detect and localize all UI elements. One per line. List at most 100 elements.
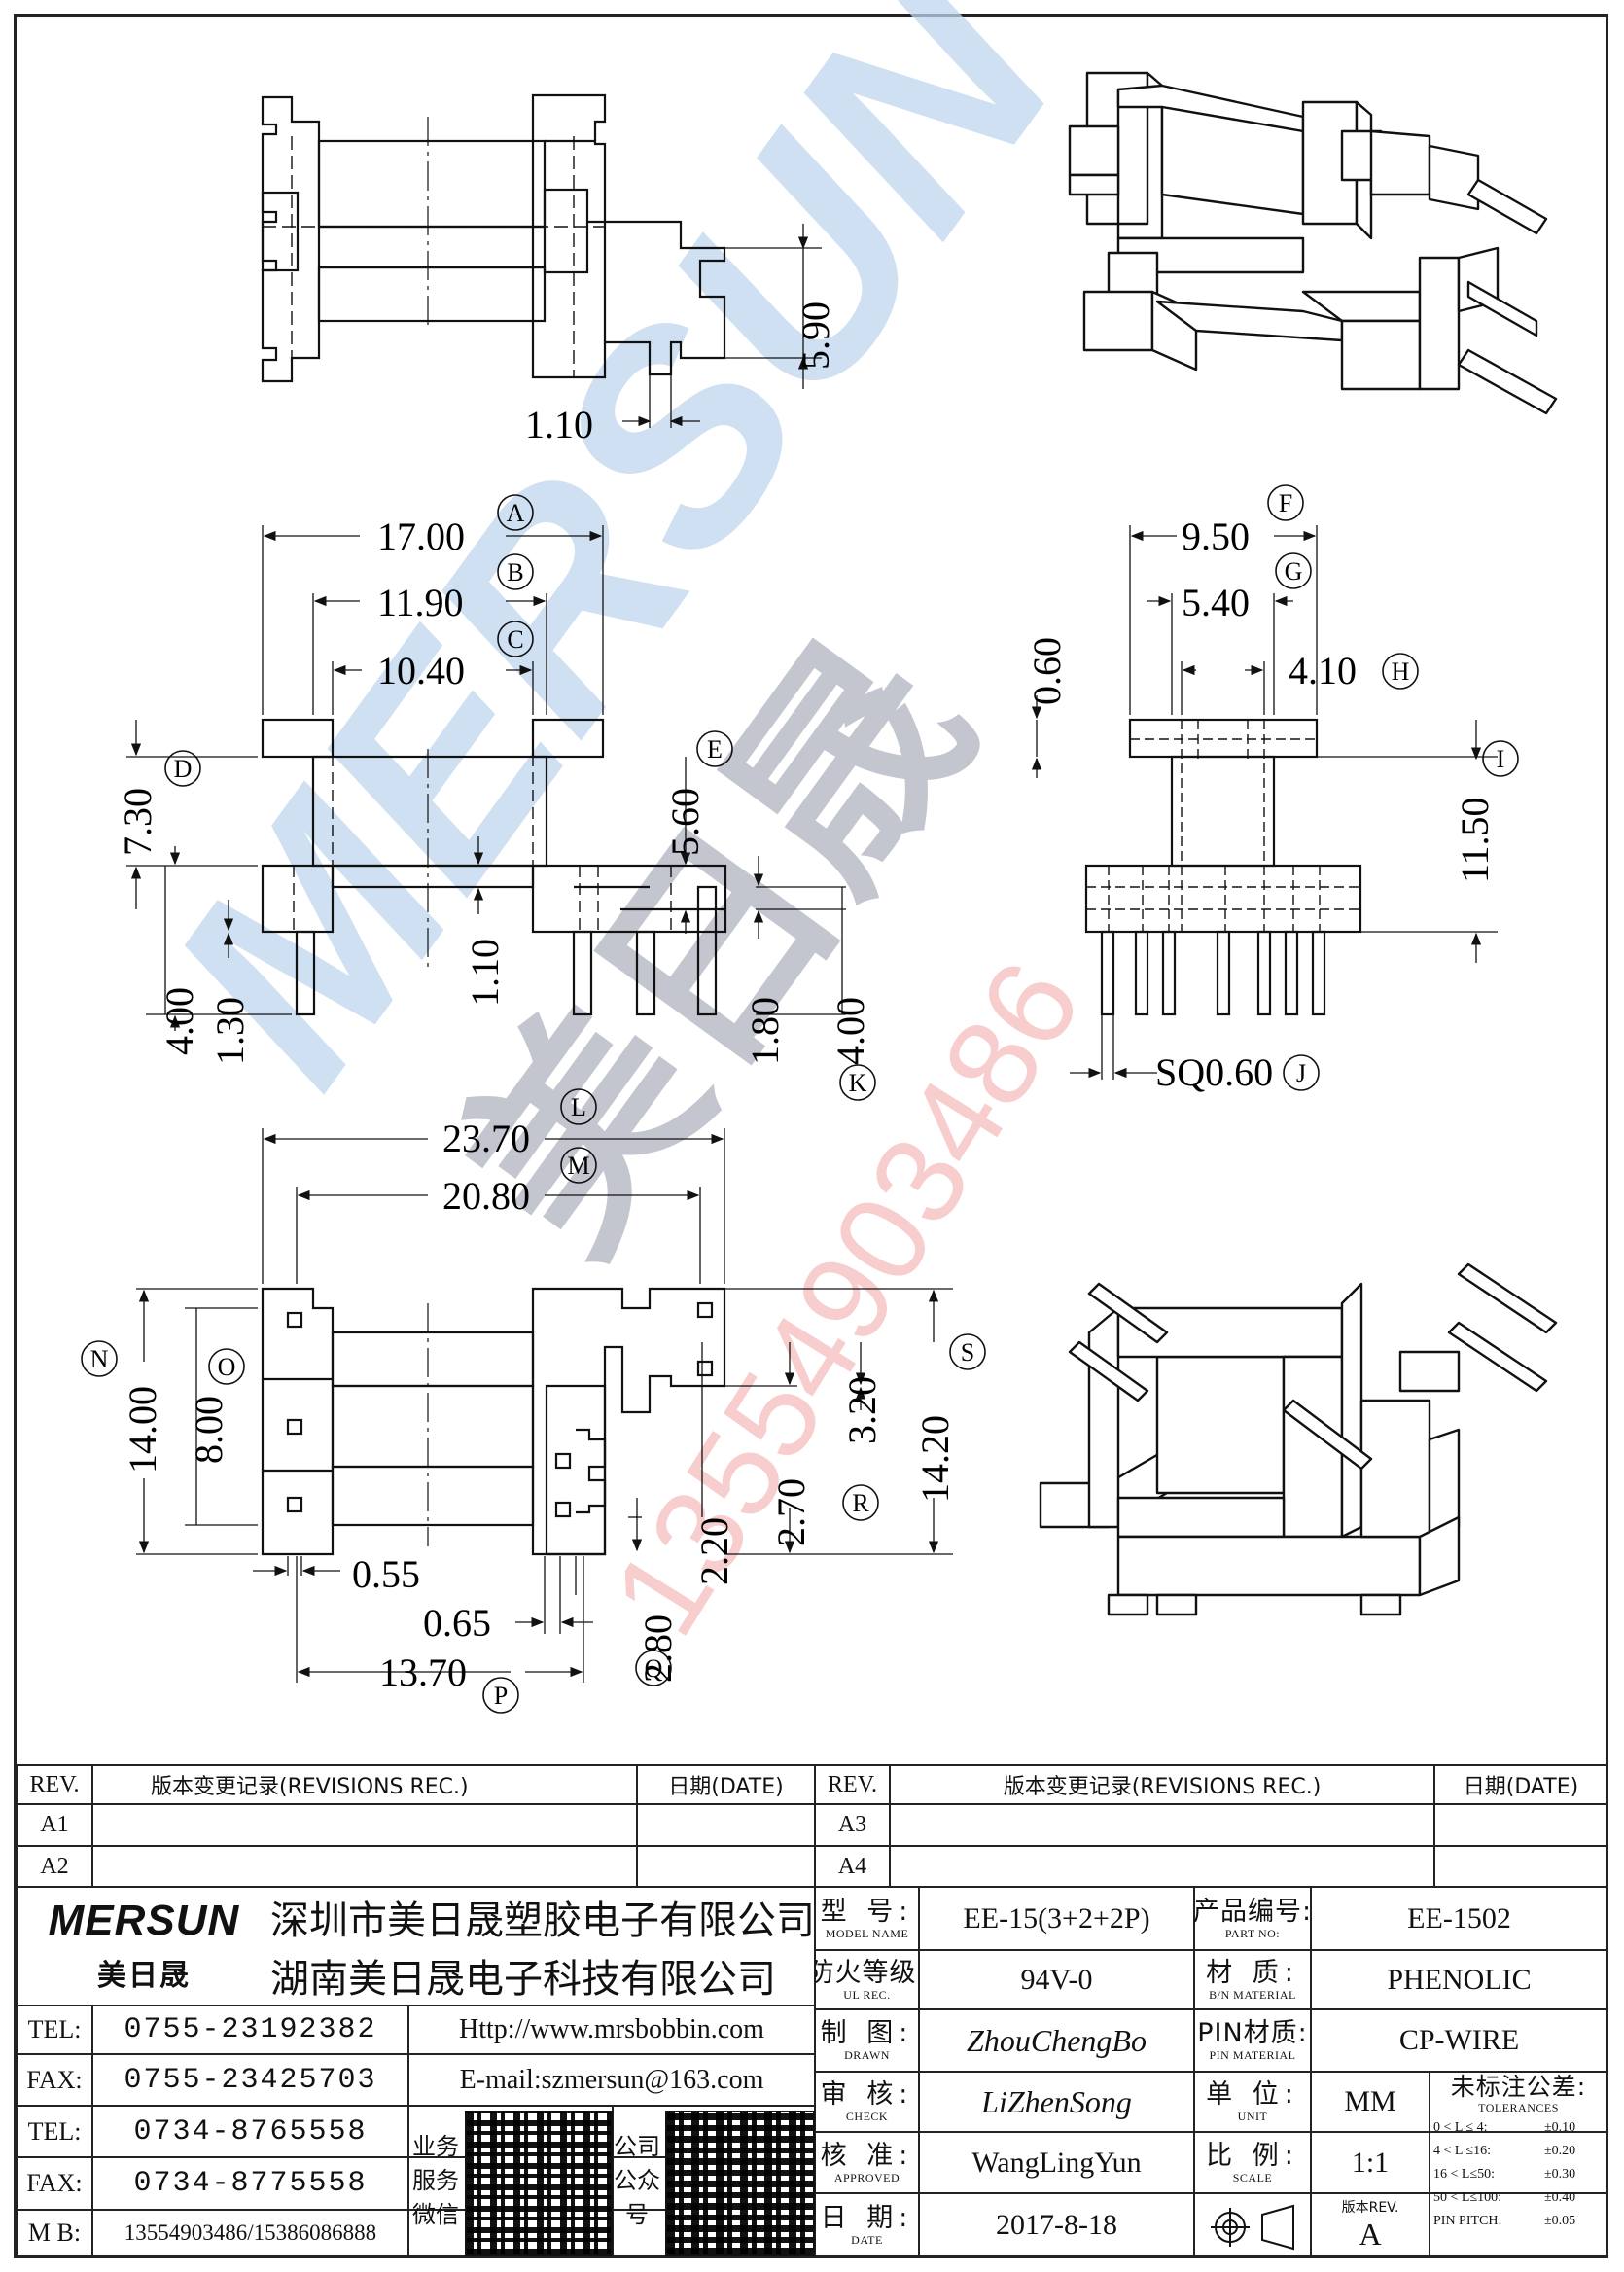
dim-1-80: 1.80 — [743, 997, 787, 1065]
part-label-zh: 产品编号: — [1194, 1896, 1311, 1927]
dim-L: 23.70 — [442, 1117, 530, 1160]
material-label: 材 质: B/N MATERIAL — [1194, 1950, 1311, 2009]
side-view-hidden — [1086, 720, 1360, 932]
top-view-hidden — [263, 136, 605, 377]
drawn-label: 制 图: DRAWN — [815, 2009, 919, 2072]
tol-range-2: 4 < L ≤16: — [1433, 2144, 1492, 2158]
front-view-dims — [126, 525, 846, 1031]
tel-label-1: TEL: — [27, 2015, 82, 2043]
tolerance-label-zh: 未标注公差: — [1450, 2072, 1587, 2101]
marker-K: K — [849, 1069, 867, 1097]
public-label-1: 公司 — [614, 2133, 660, 2161]
fax-1: 0755-23425703 — [124, 2063, 377, 2097]
wechat-label: 业务 服务 微信 — [408, 2111, 463, 2252]
pin-material-value: CP-WIRE — [1398, 2024, 1520, 2056]
approved-label-zh: 核 准: — [820, 2140, 914, 2171]
wechat-label-3: 微信 — [412, 2200, 459, 2228]
marker-B: B — [507, 558, 523, 586]
dim-4-00-right: 4.00 — [829, 997, 872, 1065]
marker-L: L — [571, 1093, 586, 1121]
wechat-label-2: 服务 — [412, 2167, 459, 2195]
marker-N: N — [90, 1345, 109, 1373]
check-label: 审 核: CHECK — [815, 2072, 919, 2132]
ul-label: 防火等级: UL REC. — [815, 1950, 919, 2009]
scale-value: 1:1 — [1351, 2146, 1390, 2179]
model-label: 型 号: MODEL NAME — [815, 1887, 919, 1950]
marker-R: R — [852, 1489, 869, 1517]
markers — [81, 484, 1519, 1714]
company-website[interactable]: Http://www.mrsbobbin.com — [459, 2014, 764, 2044]
ul-label-en: UL REC. — [843, 1987, 891, 2002]
company-logo-cn: 美日晟 — [97, 1959, 191, 1993]
date-label-en: DATE — [851, 2232, 883, 2247]
fax-label-2: FAX: — [26, 2169, 83, 2197]
dim-S: 14.20 — [913, 1415, 957, 1503]
isometric-view-top — [1068, 71, 1558, 415]
tel-label-2: TEL: — [27, 2116, 82, 2146]
rev-date-col-left: 日期(DATE) — [668, 1775, 784, 1799]
dim-D: 7.30 — [116, 788, 159, 856]
ul-label-zh: 防火等级: — [815, 1957, 919, 1988]
company-logo: MERSUN — [48, 1897, 240, 1944]
scale-label-zh: 比 例: — [1206, 2140, 1299, 2171]
rev-row-a3: A3 — [837, 1812, 867, 1837]
public-account-label: 公司 公众 号 — [613, 2111, 661, 2252]
dim-P: 13.70 — [379, 1651, 467, 1694]
dim-Q: 2.80 — [636, 1615, 680, 1683]
dim-J: SQ0.60 — [1155, 1050, 1273, 1094]
tel-2: 0734-8765558 — [133, 2114, 368, 2148]
rev-col-left: REV. — [29, 1771, 80, 1797]
dim-0-60: 0.60 — [1025, 637, 1069, 705]
company-email[interactable]: E-mail:szmersun@163.com — [459, 2064, 764, 2095]
isometric-view-bottom — [1039, 1262, 1558, 1616]
wechat-qr-code[interactable] — [465, 2111, 613, 2256]
rev-col-right: REV. — [828, 1771, 877, 1797]
dim-H: 4.10 — [1289, 649, 1357, 692]
mobile-numbers: 13554903486/15386086888 — [124, 2220, 377, 2245]
dim-top-1-10: 1.10 — [525, 403, 593, 446]
dim-3-20: 3.20 — [840, 1376, 884, 1444]
bottom-view-dims — [136, 1128, 953, 1683]
model-label-en: MODEL NAME — [825, 1926, 909, 1940]
dim-2-20: 2.20 — [692, 1517, 736, 1585]
dim-0-65: 0.65 — [423, 1601, 491, 1645]
material-value: PHENOLIC — [1387, 1963, 1532, 1996]
tolerance-label-en: TOLERANCES — [1478, 2100, 1559, 2114]
model-label-zh: 型 号: — [820, 1896, 914, 1927]
top-view-dims — [622, 224, 822, 428]
date-label: 日 期: DATE — [815, 2193, 919, 2256]
pin-material-label: PIN材质: PIN MATERIAL — [1194, 2009, 1311, 2072]
dim-M: 20.80 — [442, 1174, 530, 1218]
fax-label-1: FAX: — [26, 2065, 83, 2094]
dim-1-10-front: 1.10 — [463, 939, 507, 1007]
marker-I: I — [1497, 745, 1505, 773]
side-view-dims — [1031, 525, 1498, 1080]
projection-symbol — [1211, 2204, 1294, 2251]
scale-label-en: SCALE — [1232, 2170, 1273, 2184]
unit-value: MM — [1344, 2085, 1396, 2117]
front-view-hidden — [293, 720, 672, 932]
rev-rec-col-left: 版本变更记录(REVISIONS REC.) — [151, 1775, 469, 1799]
tol-range-1: 0 < L ≤ 4: — [1433, 2120, 1488, 2135]
tol-val-4: ±0.40 — [1544, 2190, 1576, 2205]
dim-O: 8.00 — [187, 1396, 230, 1464]
company-name-2: 湖南美日晟电子科技有限公司 — [270, 1957, 776, 2002]
public-account-qr-code[interactable] — [665, 2111, 815, 2256]
tol-val-1: ±0.10 — [1544, 2120, 1576, 2135]
date-value: 2017-8-18 — [996, 2208, 1117, 2241]
bottom-view — [261, 1287, 726, 1556]
tol-val-2: ±0.20 — [1544, 2144, 1576, 2158]
model-value: EE-15(3+2+2P) — [963, 1901, 1150, 1935]
public-label-3: 号 — [625, 2200, 649, 2228]
tel-1: 0755-23192382 — [124, 2013, 377, 2046]
part-label: 产品编号: PART NO: — [1194, 1887, 1311, 1950]
dim-top-5-90: 5.90 — [794, 302, 837, 370]
approved-label: 核 准: APPROVED — [815, 2132, 919, 2193]
check-value: LiZhenSong — [981, 2083, 1132, 2119]
marker-D: D — [174, 755, 193, 783]
revision-label: 版本REV. — [1341, 2199, 1399, 2216]
drawn-label-zh: 制 图: — [820, 2018, 914, 2048]
dim-C: 10.40 — [377, 649, 465, 692]
